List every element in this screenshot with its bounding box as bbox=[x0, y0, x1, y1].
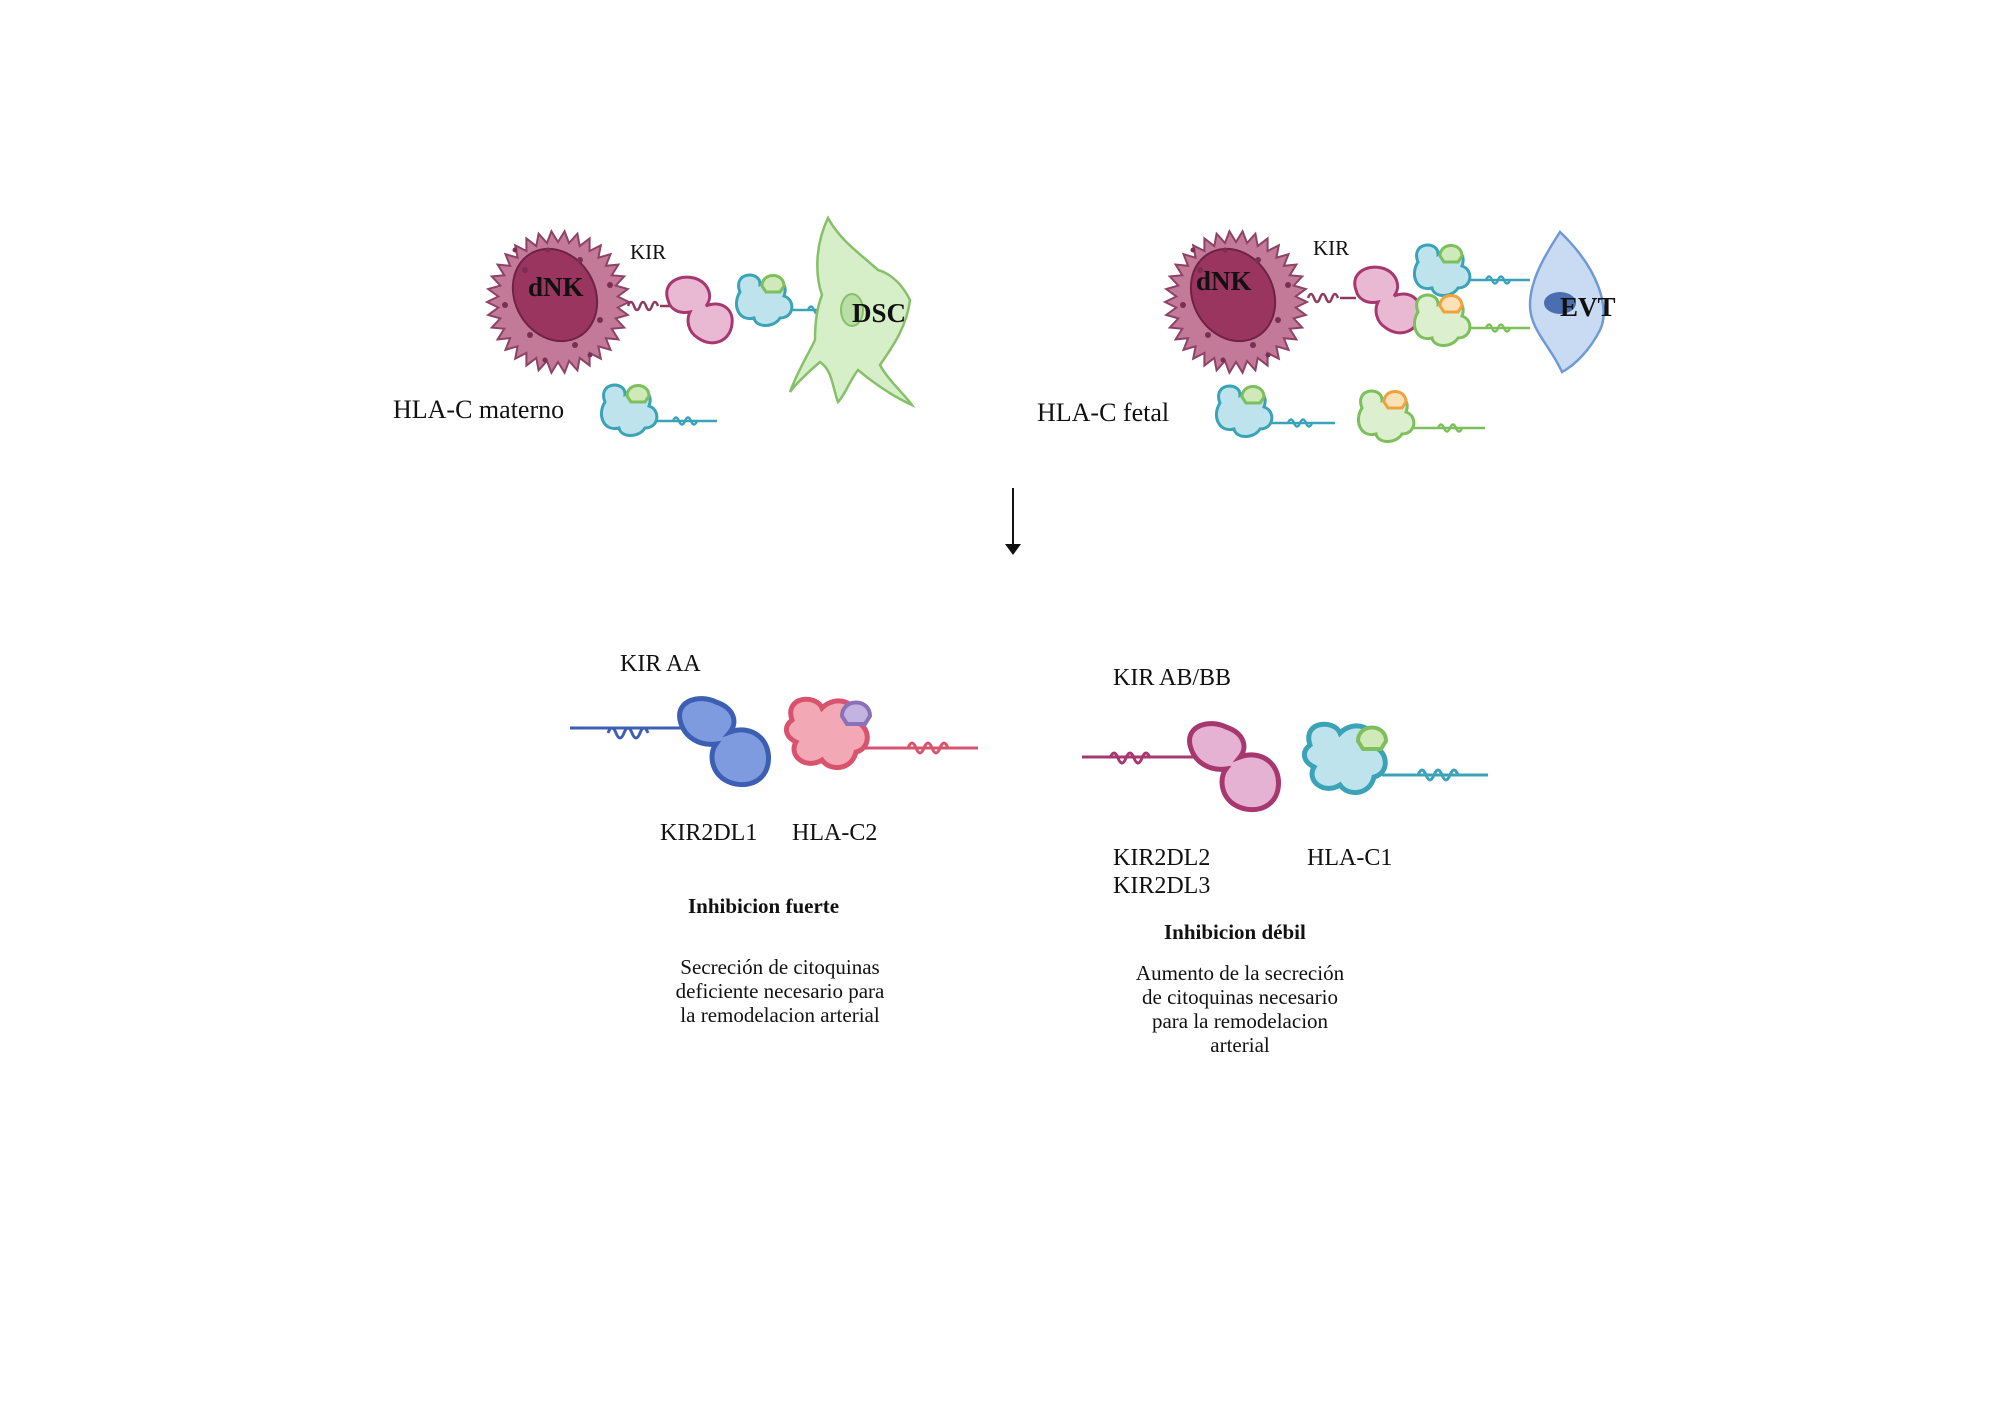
hla-c-free-left bbox=[600, 383, 717, 437]
hla-c-fetal-label: HLA-C fetal bbox=[1037, 398, 1170, 427]
description-right-line-3: para la remodelacion bbox=[1151, 1009, 1329, 1034]
description-left-line-3: la remodelacion arterial bbox=[680, 1003, 880, 1028]
description-right-line-2: de citoquinas necesario bbox=[1142, 985, 1338, 1010]
kir-abbb-complex bbox=[1082, 721, 1488, 813]
kir-abbb-label: KIR AB/BB bbox=[1113, 665, 1232, 691]
description-left-line-1: Secreción de citoquinas bbox=[680, 955, 880, 979]
description-right-line-4: arterial bbox=[1210, 1033, 1270, 1058]
kir-receptor-left bbox=[626, 275, 734, 345]
hla-c2-label: HLA-C2 bbox=[792, 820, 878, 846]
kir-label-left: KIR bbox=[630, 240, 667, 264]
description-left: Secreción de citoquinas deficiente neces… bbox=[630, 955, 930, 1027]
hla-c-free-right-1 bbox=[1215, 384, 1335, 438]
kir-aa-complex bbox=[570, 696, 978, 788]
inhibicion-debil-label: Inhibicion débil bbox=[1164, 920, 1306, 944]
dnk-cell-left bbox=[484, 229, 632, 375]
dsc-label: DSC bbox=[852, 298, 907, 328]
hla-c1-label: HLA-C1 bbox=[1307, 845, 1393, 871]
hla-c-bound-left bbox=[735, 273, 835, 327]
inhibicion-fuerte-label: Inhibicion fuerte bbox=[688, 894, 840, 918]
kir2dl1-label: KIR2DL1 bbox=[660, 820, 758, 846]
hla-c-free-right-2 bbox=[1357, 389, 1485, 443]
dnk-label-left: dNK bbox=[528, 272, 584, 302]
top-left-panel bbox=[484, 215, 916, 437]
kir-aa-label: KIR AA bbox=[620, 651, 701, 677]
kir2dl2-label: KIR2DL2 bbox=[1113, 845, 1211, 871]
evt-label: EVT bbox=[1560, 292, 1616, 322]
description-left-line-2: deficiente necesario para bbox=[675, 979, 885, 1004]
kir-receptor-right bbox=[1306, 265, 1422, 335]
description-right-line-1: Aumento de la secreción bbox=[1135, 961, 1345, 985]
description-right: Aumento de la secreción de citoquinas ne… bbox=[1090, 961, 1390, 1058]
dnk-label-right: dNK bbox=[1196, 266, 1252, 296]
down-arrow-icon bbox=[1005, 488, 1021, 555]
kir2dl3-label: KIR2DL3 bbox=[1113, 872, 1211, 899]
kir2dl2-kir2dl3-label: KIR2DL2 KIR2DL3 bbox=[1113, 845, 1210, 900]
dsc-cell bbox=[788, 215, 916, 409]
hla-c-bound-right-1 bbox=[1413, 243, 1530, 297]
hla-c-materno-label: HLA-C materno bbox=[393, 395, 565, 424]
top-right-panel bbox=[1162, 229, 1605, 443]
kir-label-right: KIR bbox=[1313, 236, 1350, 260]
hla-c-bound-right-2 bbox=[1413, 293, 1530, 347]
evt-cell bbox=[1528, 230, 1605, 374]
dnk-cell-right bbox=[1162, 229, 1310, 375]
